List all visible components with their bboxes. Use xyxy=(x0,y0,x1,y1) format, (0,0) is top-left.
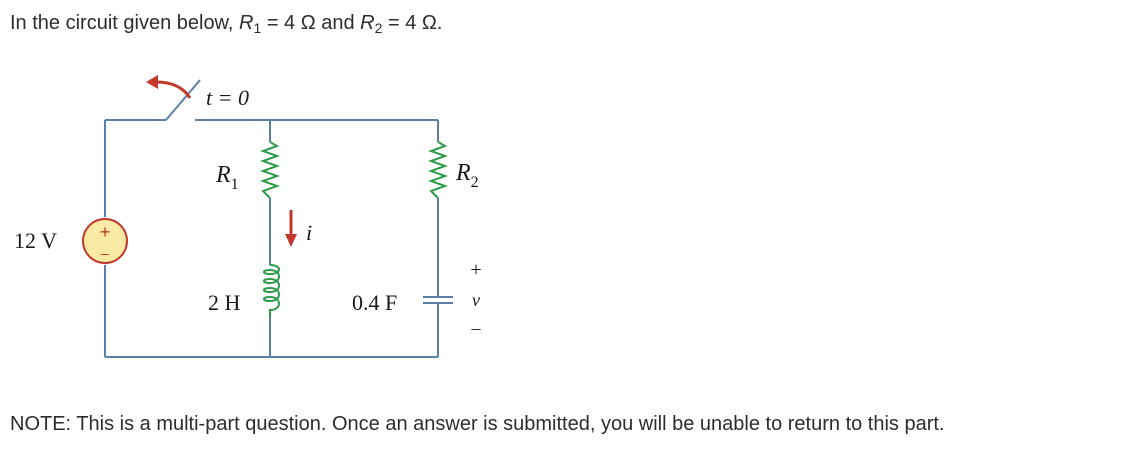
r1-label: R1 xyxy=(215,162,239,193)
inductor: 2 H xyxy=(208,264,280,318)
r1-value: = 4 Ω and xyxy=(261,12,361,34)
r2-value: = 4 Ω. xyxy=(382,12,443,34)
voltage-v-indicator: + v – xyxy=(470,259,481,338)
source-plus-sign: + xyxy=(100,222,111,242)
source-minus-sign: – xyxy=(101,245,109,261)
voltage-source: + – 12 V xyxy=(14,218,128,264)
r2-subscript: 2 xyxy=(374,20,383,36)
resistor-r1: R1 xyxy=(215,141,280,199)
switch: t = 0 xyxy=(146,75,249,121)
inductor-label: 2 H xyxy=(208,290,241,315)
question-text: In the circuit given below, R1 = 4 Ω and… xyxy=(10,10,442,36)
switch-label: t = 0 xyxy=(206,85,249,110)
circuit-wires xyxy=(104,119,439,358)
capacitor-label: 0.4 F xyxy=(352,290,397,315)
voltage-plus-sign: + xyxy=(470,259,481,281)
current-label: i xyxy=(306,220,312,245)
current-arrow: i xyxy=(285,210,312,247)
source-label: 12 V xyxy=(14,228,57,253)
r2-label: R2 xyxy=(455,160,479,191)
note-text: NOTE: This is a multi-part question. Onc… xyxy=(10,413,945,435)
switch-arc-arrow xyxy=(155,80,192,99)
voltage-minus-sign: – xyxy=(471,318,482,338)
question-prefix: In the circuit given below, xyxy=(10,12,240,34)
resistor-r2: R2 xyxy=(428,141,479,199)
capacitor: 0.4 F xyxy=(352,290,453,315)
circuit-diagram: t = 0 + – 12 V R1 R2 i 2 H 0.4 F + v – xyxy=(14,75,482,358)
voltage-label: v xyxy=(472,290,480,310)
r1-symbol: R xyxy=(239,12,254,34)
r2-symbol: R xyxy=(360,12,375,34)
r1-subscript: 1 xyxy=(253,20,262,36)
